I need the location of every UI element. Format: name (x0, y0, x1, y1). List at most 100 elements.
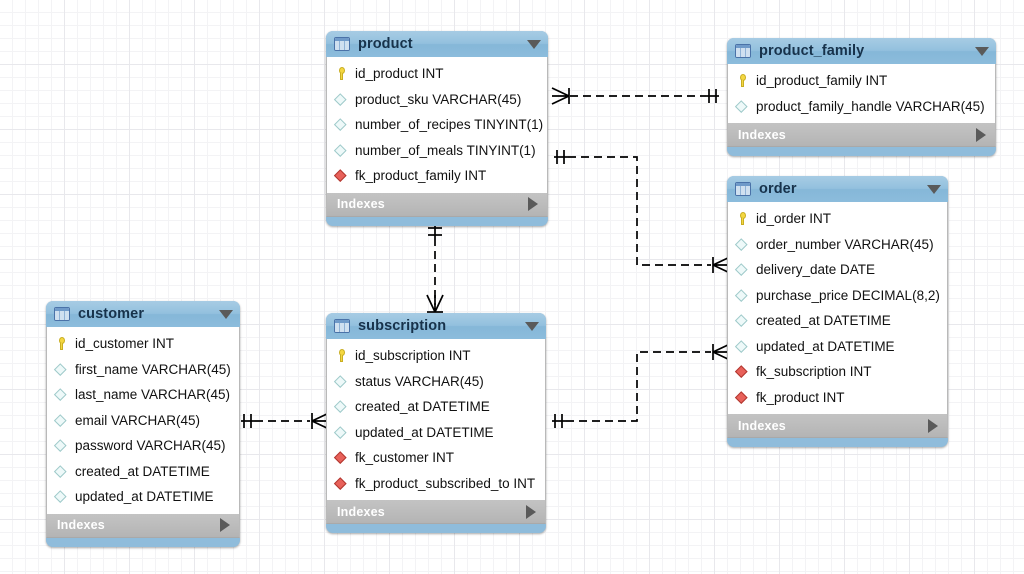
chevron-down-icon[interactable] (975, 46, 989, 56)
table-row[interactable]: product_sku VARCHAR(45) (327, 87, 547, 113)
table-title: customer (78, 306, 145, 322)
column-label: first_name VARCHAR(45) (75, 361, 231, 377)
column-label: number_of_meals TINYINT(1) (355, 142, 536, 158)
table-row[interactable]: last_name VARCHAR(45) (47, 382, 239, 408)
primary-key-icon (335, 67, 348, 81)
column-label: last_name VARCHAR(45) (75, 387, 231, 403)
table-subscription[interactable]: subscription id_subscription INT status … (326, 313, 546, 533)
column-icon (736, 263, 749, 276)
column-label: password VARCHAR(45) (75, 438, 226, 454)
table-row[interactable]: first_name VARCHAR(45) (47, 357, 239, 383)
table-row[interactable]: id_product INT (327, 61, 547, 87)
indexes-label: Indexes (738, 418, 786, 433)
table-product-family[interactable]: product_family id_product_family INT pro… (727, 38, 996, 156)
table-row[interactable]: created_at DATETIME (728, 308, 947, 334)
table-row[interactable]: id_customer INT (47, 331, 239, 357)
table-columns-customer: id_customer INT first_name VARCHAR(45) l… (46, 327, 240, 514)
table-row[interactable]: password VARCHAR(45) (47, 433, 239, 459)
column-label: id_product_family INT (756, 73, 888, 89)
column-icon (55, 388, 68, 401)
table-row[interactable]: product_family_handle VARCHAR(45) (728, 94, 995, 120)
indexes-section-product[interactable]: Indexes (326, 192, 548, 217)
indexes-label: Indexes (337, 504, 385, 519)
chevron-right-icon[interactable] (526, 504, 536, 519)
column-label: fk_subscription INT (756, 364, 872, 380)
chevron-down-icon[interactable] (927, 184, 941, 194)
primary-key-icon (736, 74, 749, 88)
primary-key-icon (55, 337, 68, 351)
table-row[interactable]: delivery_date DATE (728, 257, 947, 283)
chevron-down-icon[interactable] (219, 309, 233, 319)
column-icon (335, 118, 348, 131)
chevron-down-icon[interactable] (525, 321, 539, 331)
table-order[interactable]: order id_order INT order_number VARCHAR(… (727, 176, 948, 447)
column-icon (55, 465, 68, 478)
table-row[interactable]: updated_at DATETIME (47, 484, 239, 510)
table-row[interactable]: fk_customer INT (327, 445, 545, 471)
table-row[interactable]: updated_at DATETIME (327, 420, 545, 446)
table-row[interactable]: fk_product_family INT (327, 163, 547, 189)
table-row[interactable]: fk_subscription INT (728, 359, 947, 385)
table-row[interactable]: fk_product INT (728, 385, 947, 411)
column-label: id_subscription INT (355, 348, 471, 364)
column-label: fk_customer INT (355, 450, 455, 466)
table-row[interactable]: created_at DATETIME (327, 394, 545, 420)
table-row[interactable]: id_order INT (728, 206, 947, 232)
column-icon (736, 340, 749, 353)
chevron-down-icon[interactable] (527, 39, 541, 49)
table-header-subscription[interactable]: subscription (326, 313, 546, 339)
column-icon (55, 414, 68, 427)
chevron-right-icon[interactable] (976, 127, 986, 142)
table-row[interactable]: id_product_family INT (728, 68, 995, 94)
chevron-right-icon[interactable] (220, 518, 230, 532)
relationship-product-order[interactable] (554, 150, 731, 274)
table-customer[interactable]: customer id_customer INT first_name VARC… (46, 301, 240, 547)
relationship-subscription-order[interactable] (552, 343, 731, 428)
foreign-key-icon (335, 451, 348, 464)
column-label: id_customer INT (75, 336, 175, 352)
indexes-label: Indexes (57, 518, 105, 532)
primary-key-icon (736, 212, 749, 226)
table-row[interactable]: order_number VARCHAR(45) (728, 232, 947, 258)
column-label: product_family_handle VARCHAR(45) (756, 98, 985, 114)
column-label: updated_at DATETIME (355, 424, 494, 440)
table-header-product[interactable]: product (326, 31, 548, 57)
indexes-section-subscription[interactable]: Indexes (326, 500, 546, 524)
column-icon (736, 100, 749, 113)
column-label: created_at DATETIME (355, 399, 490, 415)
table-icon (334, 319, 350, 333)
table-row[interactable]: updated_at DATETIME (728, 334, 947, 360)
indexes-section-order[interactable]: Indexes (727, 414, 948, 438)
table-title: product (358, 36, 413, 52)
table-title: subscription (358, 318, 447, 334)
table-columns-product: id_product INT product_sku VARCHAR(45) n… (326, 57, 548, 193)
table-row[interactable]: id_subscription INT (327, 343, 545, 369)
chevron-right-icon[interactable] (928, 418, 938, 433)
foreign-key-icon (736, 391, 749, 404)
relationship-product-subscription[interactable] (426, 225, 444, 313)
table-row[interactable]: fk_product_subscribed_to INT (327, 471, 545, 497)
column-icon (335, 144, 348, 157)
indexes-section-product-family[interactable]: Indexes (727, 123, 996, 147)
column-icon (736, 238, 749, 251)
table-row[interactable]: status VARCHAR(45) (327, 369, 545, 395)
table-row[interactable]: number_of_recipes TINYINT(1) (327, 112, 547, 138)
table-row[interactable]: created_at DATETIME (47, 459, 239, 485)
table-product[interactable]: product id_product INT product_sku VARCH… (326, 31, 548, 226)
table-row[interactable]: purchase_price DECIMAL(8,2) (728, 283, 947, 309)
indexes-section-customer[interactable]: Indexes (46, 513, 240, 538)
table-row[interactable]: email VARCHAR(45) (47, 408, 239, 434)
relationship-customer-subscription[interactable] (241, 412, 330, 430)
relationship-product-product_family[interactable] (551, 87, 719, 105)
table-header-customer[interactable]: customer (46, 301, 240, 327)
column-label: email VARCHAR(45) (75, 412, 201, 428)
chevron-right-icon[interactable] (528, 197, 538, 211)
table-title: product_family (759, 43, 865, 59)
column-label: status VARCHAR(45) (355, 373, 484, 389)
table-row[interactable]: number_of_meals TINYINT(1) (327, 138, 547, 164)
table-columns-order: id_order INT order_number VARCHAR(45) de… (727, 202, 948, 414)
foreign-key-icon (335, 169, 348, 182)
table-header-order[interactable]: order (727, 176, 948, 202)
table-header-product-family[interactable]: product_family (727, 38, 996, 64)
